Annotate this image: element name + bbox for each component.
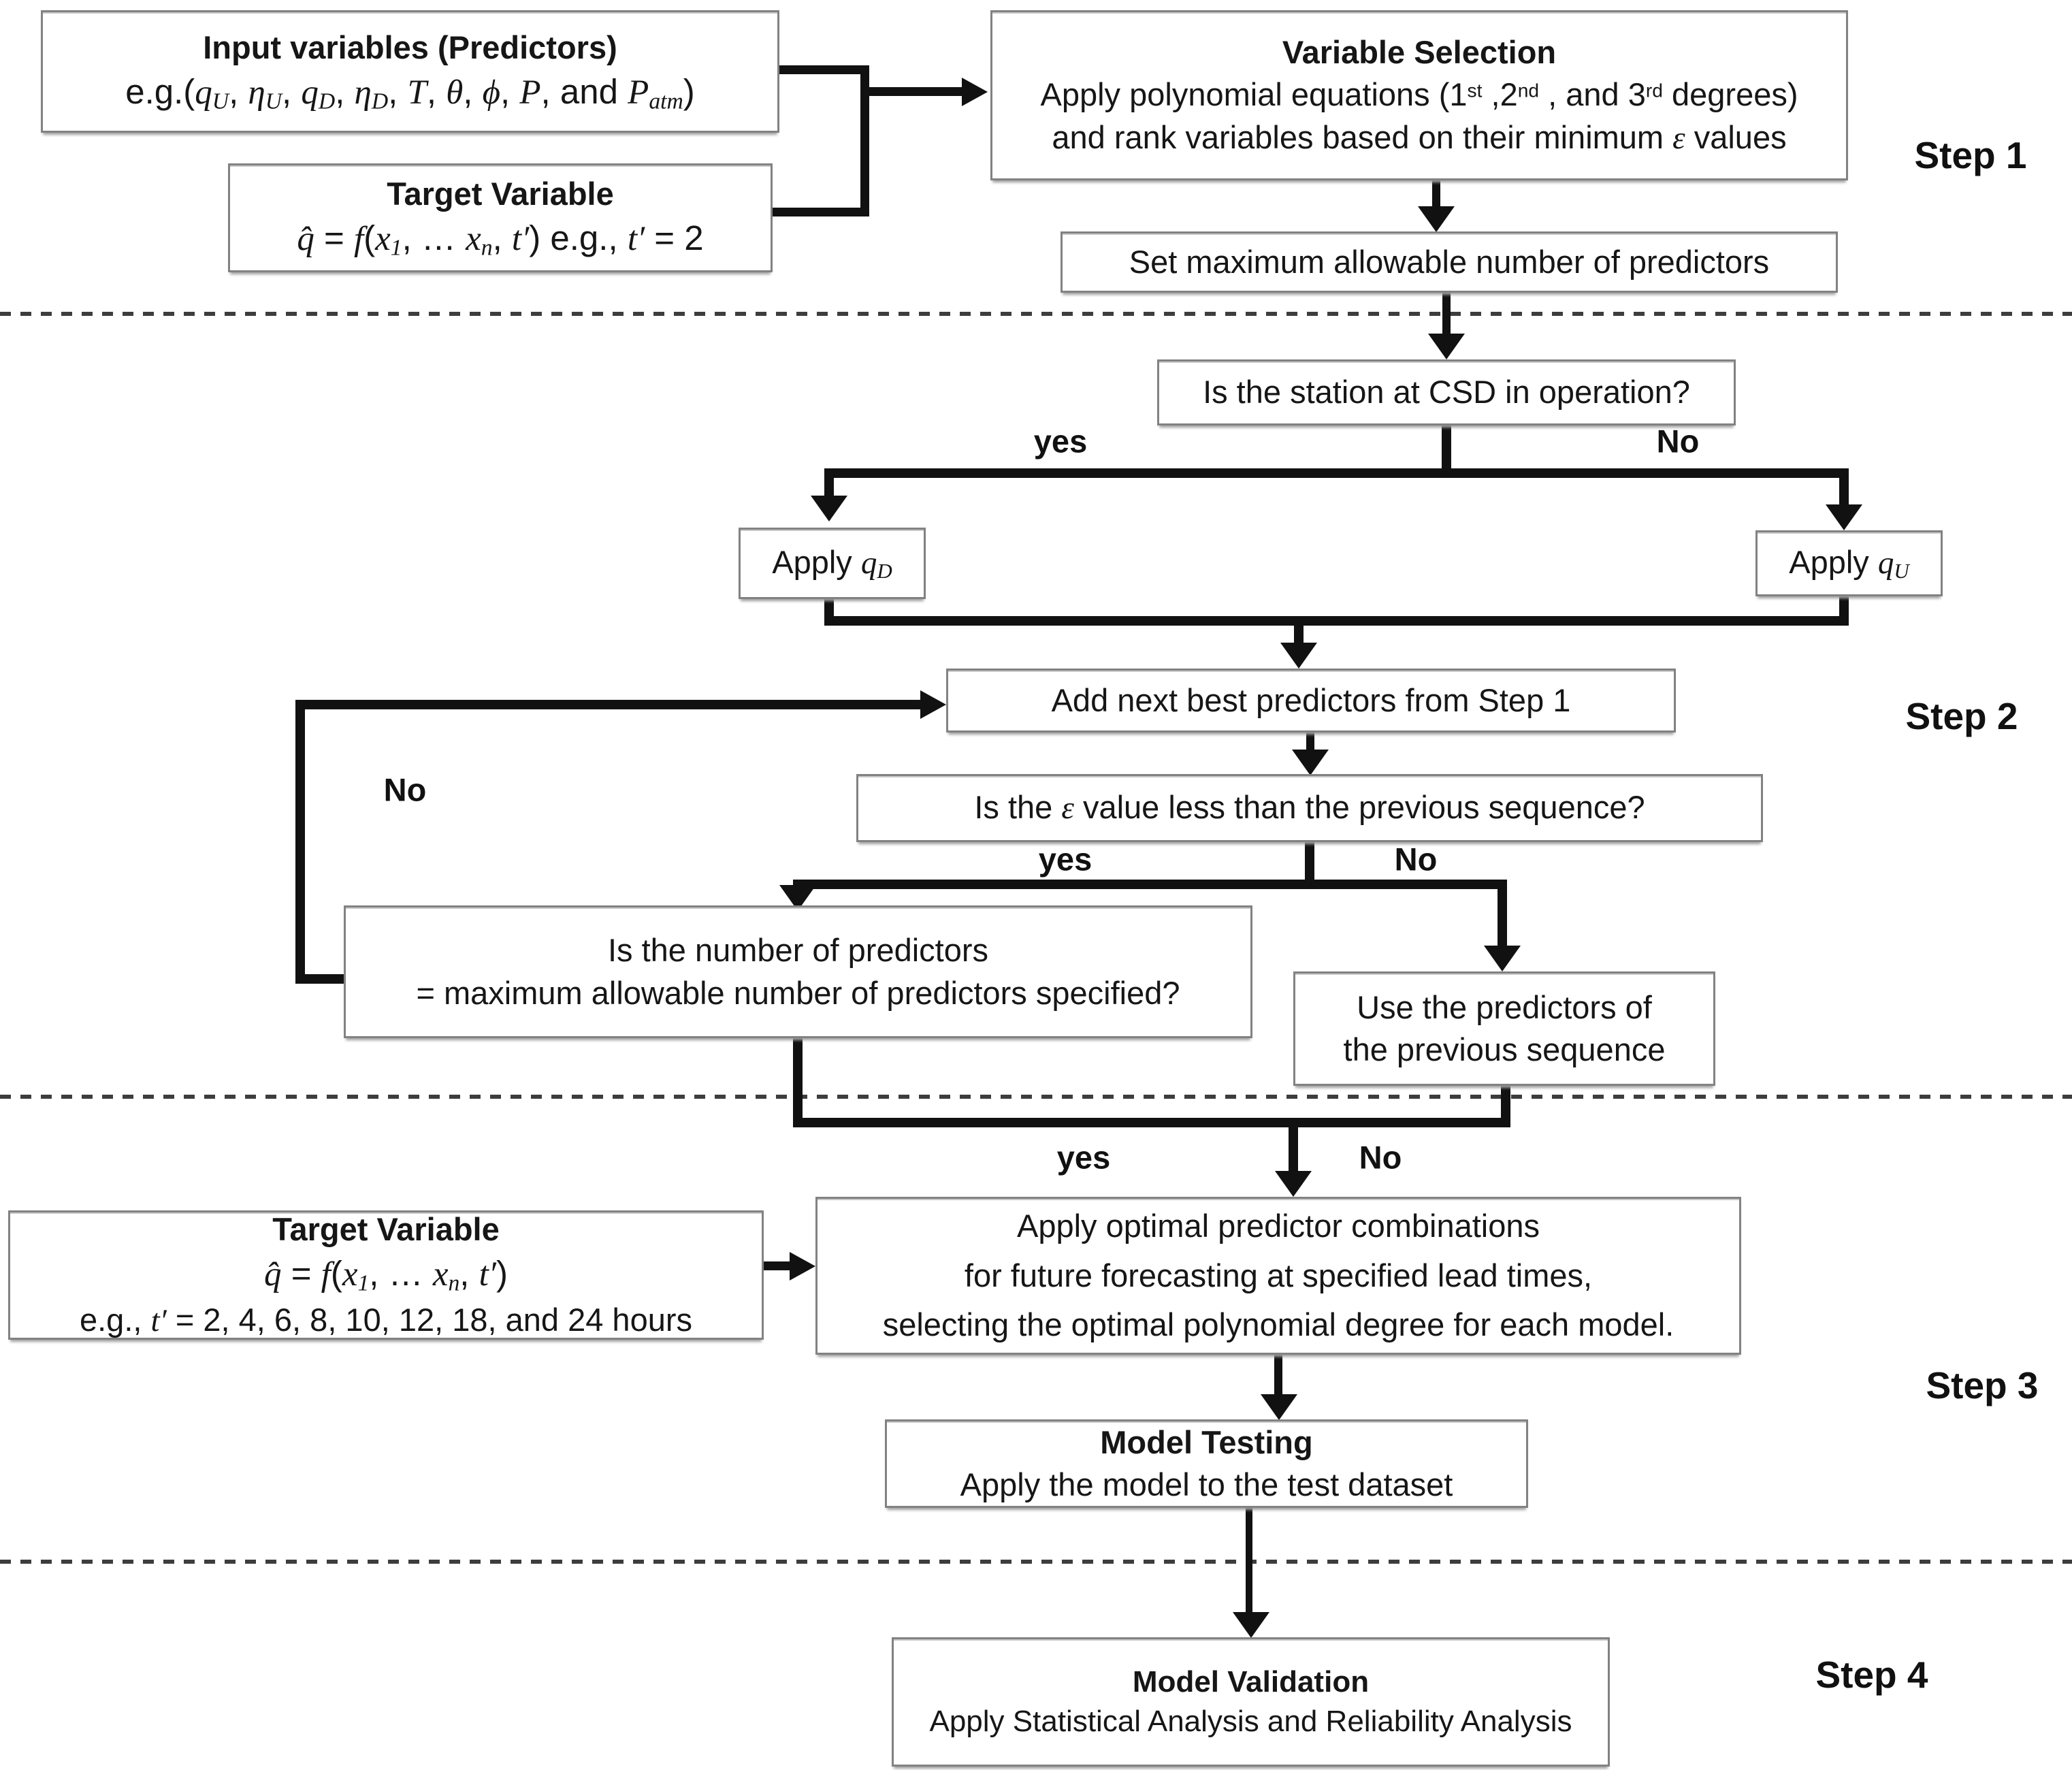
model-validation-subtitle: Apply Statistical Analysis and Reliabili… (929, 1705, 1572, 1738)
num-predictors-line1: Is the number of predictors (607, 932, 989, 969)
target-variable-step3-examples: e.g., t′ = 2, 4, 6, 8, 10, 12, 18, and 2… (79, 1301, 692, 1338)
arrowhead-into-add-next (1280, 643, 1317, 669)
station-question-text: Is the station at CSD in operation? (1203, 374, 1690, 411)
connector-epsilon-no-drop (1498, 880, 1507, 948)
final-no-label: No (1359, 1139, 1402, 1176)
connector-numpred-down (793, 1038, 803, 1127)
arrowhead-into-modeltesting (1261, 1394, 1297, 1420)
arrowhead-into-useprevious (1484, 946, 1521, 971)
arrowhead-into-setmax (1418, 206, 1455, 232)
connector-target3-feed (764, 1261, 792, 1270)
connector-loop-vertical (295, 700, 305, 984)
model-testing-title: Model Testing (1100, 1423, 1313, 1460)
arrowhead-loop-into-addnext (920, 690, 946, 719)
apply-optimal-line3: selecting the optimal polynomial degree … (882, 1306, 1674, 1343)
box-apply-qd: Apply qD (739, 528, 926, 599)
step2-step3-divider (0, 1095, 2072, 1099)
box-target-variable-step3: Target Variable q̂ = f(x1, … xn, t′) e.g… (8, 1210, 764, 1340)
step4-label: Step 4 (1815, 1654, 1928, 1696)
connector-epsilon-stub (1305, 842, 1314, 888)
connector-testing-validation (1246, 1508, 1252, 1613)
box-model-testing: Model Testing Apply the model to the tes… (885, 1419, 1528, 1508)
target-variable-step3-formula: q̂ = f(x1, … xn, t′) (264, 1254, 508, 1296)
epsilon-question-text: Is the ε value less than the previous se… (974, 789, 1645, 826)
loop-no-label: No (383, 771, 427, 808)
connector-junction-drop (1289, 1127, 1298, 1172)
add-next-best-text: Add next best predictors from Step 1 (1051, 681, 1571, 718)
connector-merge-bar (824, 616, 1849, 626)
arrowhead-into-station-question (1428, 334, 1465, 359)
variable-selection-title: Variable Selection (1282, 34, 1557, 71)
use-previous-line2: the previous sequence (1343, 1031, 1666, 1067)
target-variable-top-formula: q̂ = f(x1, … xn, t′) e.g., t′ = 2 (297, 218, 704, 260)
connector-addnext-epsilon (1306, 733, 1314, 752)
arrowhead-target3-into-applyoptimal (790, 1252, 815, 1281)
connector-vs-setmax (1432, 180, 1440, 208)
step2-label: Step 2 (1905, 695, 2018, 737)
box-apply-optimal-combinations: Apply optimal predictor combinations for… (815, 1197, 1741, 1355)
box-set-max-predictors: Set maximum allowable number of predicto… (1061, 231, 1838, 293)
connector-useprev-down (1501, 1086, 1510, 1127)
connector-no-drop (1839, 468, 1849, 506)
connector-qu-down (1839, 596, 1849, 626)
connector-loop-bottom (295, 974, 346, 984)
box-variable-selection: Variable Selection Apply polynomial equa… (990, 10, 1848, 180)
apply-optimal-line2: for future forecasting at specified lead… (964, 1257, 1593, 1293)
connector-setmax-station (1442, 293, 1451, 335)
connector-junction-bar (793, 1118, 1510, 1127)
apply-optimal-line1: Apply optimal predictor combinations (1016, 1207, 1540, 1244)
box-apply-qu: Apply qU (1755, 530, 1943, 596)
connector-epsilon-bar (793, 880, 1507, 889)
connector-loop-top (295, 700, 925, 709)
model-testing-subtitle: Apply the model to the test dataset (960, 1466, 1453, 1502)
arrowhead-into-applyoptimal (1275, 1171, 1312, 1197)
arrowhead-into-variable-selection (962, 78, 988, 106)
arrowhead-into-modelvalidation (1233, 1612, 1269, 1638)
apply-qu-text: Apply qU (1789, 544, 1909, 583)
connector-yes-drop (824, 468, 834, 497)
connector-branch-bar (824, 468, 1849, 478)
station-no-label: No (1656, 423, 1700, 460)
model-validation-title: Model Validation (1132, 1664, 1370, 1699)
epsilon-no-label: No (1394, 841, 1438, 878)
use-previous-line1: Use the predictors of (1357, 988, 1652, 1025)
box-input-variables: Input variables (Predictors) e.g.(qU, ηU… (41, 10, 779, 133)
input-variables-formula: e.g.(qU, ηU, qD, ηD, T, θ, ϕ, P, and Pat… (125, 71, 695, 114)
box-model-validation: Model Validation Apply Statistical Analy… (892, 1637, 1610, 1767)
connector-feed-vertical (860, 65, 869, 216)
apply-qd-text: Apply qD (772, 544, 892, 583)
variable-selection-line3: and rank variables based on their minimu… (1052, 118, 1787, 156)
step3-label: Step 3 (1926, 1364, 2039, 1406)
box-add-next-best: Add next best predictors from Step 1 (946, 669, 1676, 733)
set-max-predictors-text: Set maximum allowable number of predicto… (1129, 243, 1770, 280)
step3-step4-divider (0, 1560, 2072, 1564)
step1-step2-divider (0, 312, 2072, 316)
step1-label: Step 1 (1914, 134, 2027, 176)
connector-input-feed (779, 65, 869, 74)
box-use-previous-predictors: Use the predictors of the previous seque… (1293, 971, 1715, 1086)
arrowhead-into-apply-qu (1826, 504, 1862, 530)
num-predictors-line2: = maximum allowable number of predictors… (416, 974, 1180, 1011)
epsilon-yes-label: yes (1038, 841, 1092, 878)
arrowhead-into-apply-qd (811, 496, 847, 521)
box-target-variable-top: Target Variable q̂ = f(x1, … xn, t′) e.g… (228, 163, 773, 272)
connector-station-stub (1442, 425, 1451, 473)
connector-applyoptimal-testing (1274, 1355, 1282, 1396)
box-epsilon-question: Is the ε value less than the previous se… (856, 774, 1763, 842)
arrowhead-into-epsilon (1292, 750, 1329, 775)
box-num-predictors-question: Is the number of predictors = maximum al… (344, 905, 1252, 1038)
target-variable-step3-title: Target Variable (272, 1211, 500, 1248)
connector-merge-drop (1294, 626, 1304, 645)
target-variable-top-title: Target Variable (387, 175, 614, 212)
input-variables-title: Input variables (Predictors) (203, 29, 617, 65)
connector-target-feed (773, 208, 869, 216)
variable-selection-line2: Apply polynomial equations (1st ,2nd , a… (1040, 76, 1798, 113)
final-yes-label: yes (1056, 1139, 1111, 1176)
box-station-question: Is the station at CSD in operation? (1157, 359, 1736, 425)
station-yes-label: yes (1033, 423, 1088, 460)
connector-to-variable-selection (869, 87, 962, 96)
